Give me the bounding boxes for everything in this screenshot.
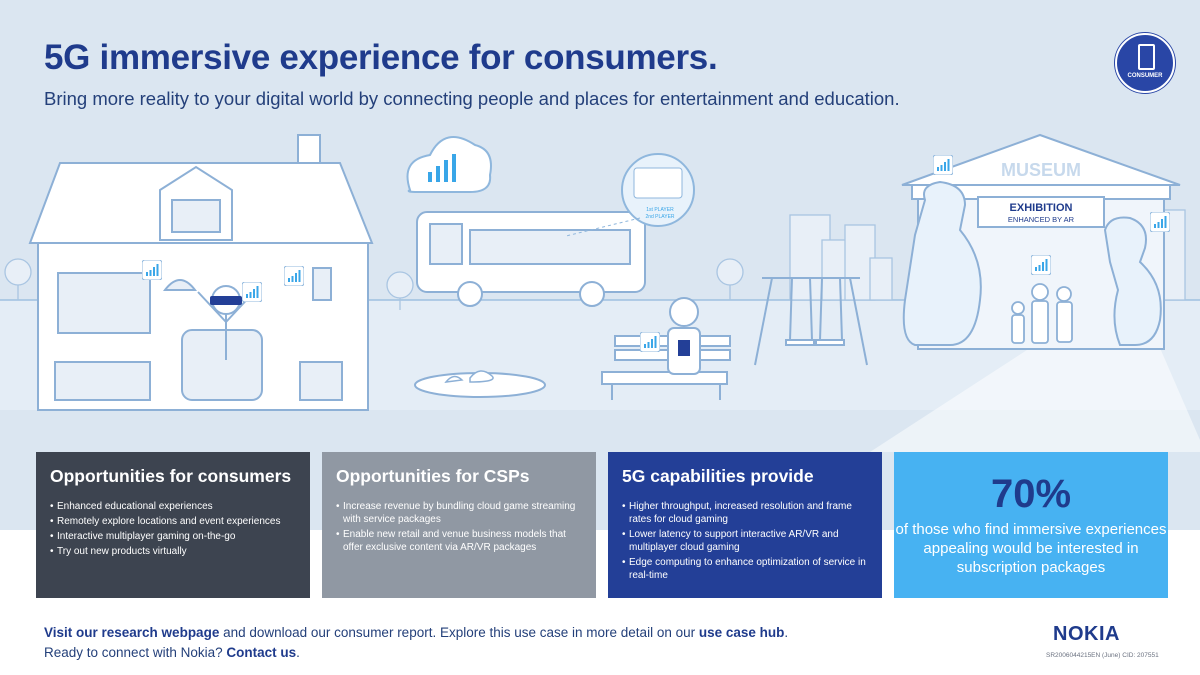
list-item: Remotely explore locations and event exp…: [50, 515, 300, 528]
list-item: Interactive multiplayer gaming on-the-go: [50, 530, 300, 543]
panel-title: 5G capabilities provide: [622, 466, 814, 486]
consumer-badge: CONSUMER: [1115, 33, 1175, 93]
page-subtitle: Bring more reality to your digital world…: [44, 88, 900, 109]
list-item: Enable new retail and venue business mod…: [336, 528, 586, 554]
stat-text: of those who find immersive experiences …: [895, 521, 1167, 576]
panel-5g-capabilities: 5G capabilities provide Higher throughpu…: [608, 452, 882, 598]
badge-label: CONSUMER: [1127, 73, 1163, 79]
smartphone-icon: [1138, 44, 1155, 70]
document-code: SR2006044215EN (June) CID: 207551: [1046, 652, 1159, 659]
nokia-logo: NOKIA: [1053, 623, 1120, 645]
use-case-hub-link[interactable]: use case hub: [698, 625, 785, 640]
footer-punct: .: [296, 645, 300, 660]
list-item: Enhanced educational experiences: [50, 500, 300, 513]
panel-title: Opportunities for consumers: [50, 466, 292, 486]
stat-number: 70%: [990, 472, 1072, 516]
list-item: Higher throughput, increased resolution …: [622, 500, 872, 526]
contact-us-link[interactable]: Contact us: [226, 645, 297, 660]
footer-punct: .: [784, 625, 789, 640]
panel-list: Increase revenue by bundling cloud game …: [336, 500, 586, 556]
museum-sign: MUSEUM: [1001, 160, 1081, 180]
panel-consumer-opportunities: Opportunities for consumers Enhanced edu…: [36, 452, 310, 598]
panel-statistic: 70% of those who find immersive experien…: [894, 452, 1168, 598]
footer-text: Ready to connect with Nokia?: [44, 645, 227, 660]
panel-csp-opportunities: Opportunities for CSPs Increase revenue …: [322, 452, 596, 598]
list-item: Edge computing to enhance optimization o…: [622, 556, 872, 582]
panel-list: Higher throughput, increased resolution …: [622, 500, 872, 584]
page-title: 5G immersive experience for consumers.: [44, 38, 718, 77]
panel-title: Opportunities for CSPs: [336, 466, 530, 486]
research-webpage-link[interactable]: Visit our research webpage: [44, 625, 220, 640]
list-item: Try out new products virtually: [50, 545, 300, 558]
exhibition-title: EXHIBITION: [1010, 202, 1073, 214]
player-label-1: 1st PLAYER: [646, 207, 674, 213]
footer-line-2: Ready to connect with Nokia? Contact us.: [44, 645, 300, 660]
player-label-2: 2nd PLAYER: [645, 214, 674, 220]
city-illustration: 1st PLAYER 2nd PLAYER MUSEUM EXHIBITION …: [0, 133, 1200, 452]
footer-line-1: Visit our research webpage and download …: [44, 625, 788, 640]
exhibition-subtitle: ENHANCED BY AR: [1008, 215, 1075, 224]
panel-list: Enhanced educational experiences Remotel…: [50, 500, 300, 560]
list-item: Increase revenue by bundling cloud game …: [336, 500, 586, 526]
footer-text: and download our consumer report. Explor…: [219, 625, 699, 640]
list-item: Lower latency to support interactive AR/…: [622, 528, 872, 554]
